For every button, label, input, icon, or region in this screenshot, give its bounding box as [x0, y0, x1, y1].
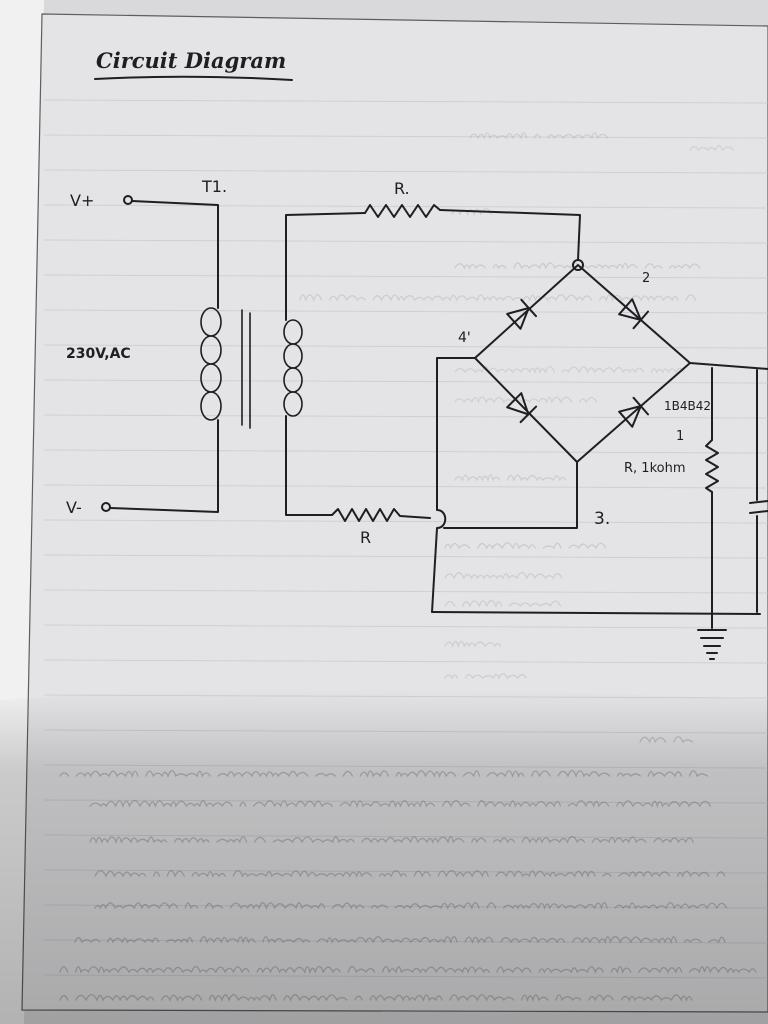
- bleed-through-scribble: [689, 144, 735, 152]
- v-plus-terminal: [123, 195, 133, 205]
- diode-bottom-left: [506, 392, 538, 424]
- bleed-through-scribble: [444, 599, 562, 608]
- resistor-bottom-label: R: [360, 528, 371, 547]
- ruled-line: [43, 519, 768, 524]
- resistor-load: [705, 439, 719, 493]
- bleed-through-scribble: [444, 673, 527, 680]
- ruled-line: [43, 624, 768, 629]
- bleed-through-scribble: [469, 132, 609, 140]
- resistor-top-label: R.: [394, 179, 410, 198]
- filter-capacitor: [749, 369, 768, 613]
- bleed-through-scribble: [444, 542, 607, 550]
- ruled-line: [43, 344, 768, 349]
- ruled-line: [43, 449, 768, 454]
- wire-bottom-node: [443, 461, 578, 529]
- load-resistor-label: R, 1kohm: [624, 461, 686, 476]
- transformer-label: T1.: [201, 177, 227, 196]
- page-title: Circuit Diagram: [96, 48, 286, 73]
- wire-top-to-bridge: [439, 209, 581, 261]
- bleed-through-scribble: [444, 571, 563, 580]
- photo-shadow: [0, 688, 768, 1024]
- v-minus-terminal: [101, 502, 111, 512]
- wire-bottom-return: [431, 611, 761, 615]
- diode-2-label: 2: [642, 271, 650, 286]
- ruled-line: [43, 589, 768, 594]
- wire-right-output: [689, 362, 768, 370]
- ground-symbol: [697, 629, 727, 660]
- resistor-bottom: [331, 508, 431, 522]
- ruled-line: [43, 414, 768, 419]
- diode-top-right: [618, 298, 650, 330]
- transformer-secondary: [283, 212, 366, 516]
- title-underline: [94, 75, 293, 81]
- ac-source-label: 230V,AC: [66, 346, 131, 362]
- diode-4-label: 4': [458, 330, 471, 346]
- ruled-line: [43, 169, 768, 174]
- bleed-through-scribble: [444, 640, 502, 649]
- wire-left-return: [431, 357, 476, 613]
- v-plus-label: V+: [70, 191, 94, 210]
- ruled-line: [43, 204, 768, 209]
- v-minus-label: V-: [66, 498, 82, 517]
- diode-1-label: 1: [676, 429, 684, 444]
- transformer-primary: [109, 200, 222, 513]
- ruled-line: [43, 239, 768, 244]
- diode-type-label: 1B4B42: [664, 399, 711, 413]
- ruled-line: [43, 659, 768, 664]
- diode-bottom-right: [618, 396, 650, 428]
- bleed-through-scribble: [454, 473, 567, 483]
- ruled-line: [43, 99, 768, 104]
- bridge-top-node: [572, 259, 584, 271]
- ruled-line: [43, 379, 768, 384]
- node-3-label: 3.: [594, 509, 610, 529]
- bleed-through-scribble: [299, 293, 697, 303]
- ruled-line: [43, 274, 768, 279]
- ruled-line: [43, 134, 768, 139]
- ruled-line: [43, 554, 768, 559]
- transformer-core: [241, 309, 251, 429]
- diode-top-left: [506, 298, 538, 330]
- resistor-top: [364, 204, 441, 218]
- ruled-line: [43, 484, 768, 489]
